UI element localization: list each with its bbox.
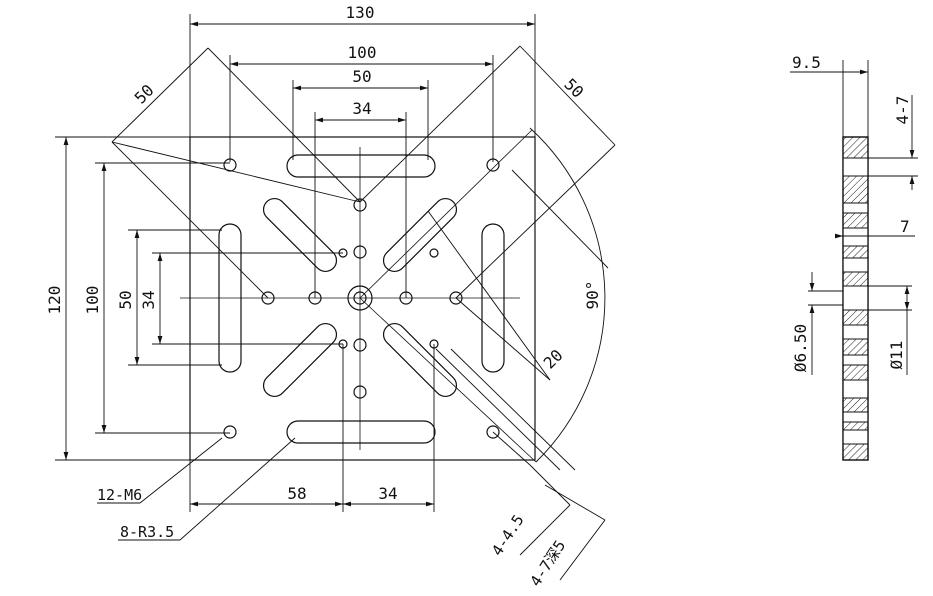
dim-phi-11: Ø11 [887,341,906,370]
dim-120: 120 [45,286,64,315]
side-view [790,60,918,461]
dim-9-5: 9.5 [792,53,821,72]
label-4-4-5: 4-4.5 [488,511,528,559]
dim-100-top: 100 [348,43,377,62]
angle-90: 90° [583,281,602,310]
dim-34-top: 34 [352,99,371,118]
dim-100-left: 100 [83,286,102,315]
dim-34-left: 34 [139,290,158,309]
label-4-7-depth-5: 4-7深5 [526,537,569,590]
dimension-lines [63,21,535,507]
angle-arc [529,127,606,463]
dim-50-top: 50 [352,67,371,86]
small-holes [338,248,439,349]
dim-50-diag-left: 50 [131,81,158,108]
dim-20-diag: 20 [540,346,567,373]
dim-130: 130 [346,3,375,22]
front-view [55,14,616,581]
dim-phi-6-50: Ø6.50 [791,324,810,372]
center-hole [347,285,373,311]
dim-34-bottom: 34 [378,484,397,503]
front-view-labels: 130 100 50 34 120 100 50 34 50 50 20 90°… [45,3,602,590]
m6-holes [223,158,500,439]
extension-lines [55,14,536,512]
straight-slots [218,154,505,444]
diagonal-lines [111,45,616,381]
dim-4-7: 4-7 [893,96,912,125]
plate-outline [189,136,536,461]
dim-50-left: 50 [116,290,135,309]
dim-50-diag-right: 50 [560,75,587,102]
side-dimension-lines [790,60,918,375]
dim-7: 7 [900,217,910,236]
leader-lines [97,348,606,581]
dim-58: 58 [287,484,306,503]
side-view-labels: 9.5 4-7 7 Ø6.50 Ø11 [791,53,912,372]
label-12-m6: 12-M6 [97,486,142,504]
label-8-r3-5: 8-R3.5 [120,523,174,541]
